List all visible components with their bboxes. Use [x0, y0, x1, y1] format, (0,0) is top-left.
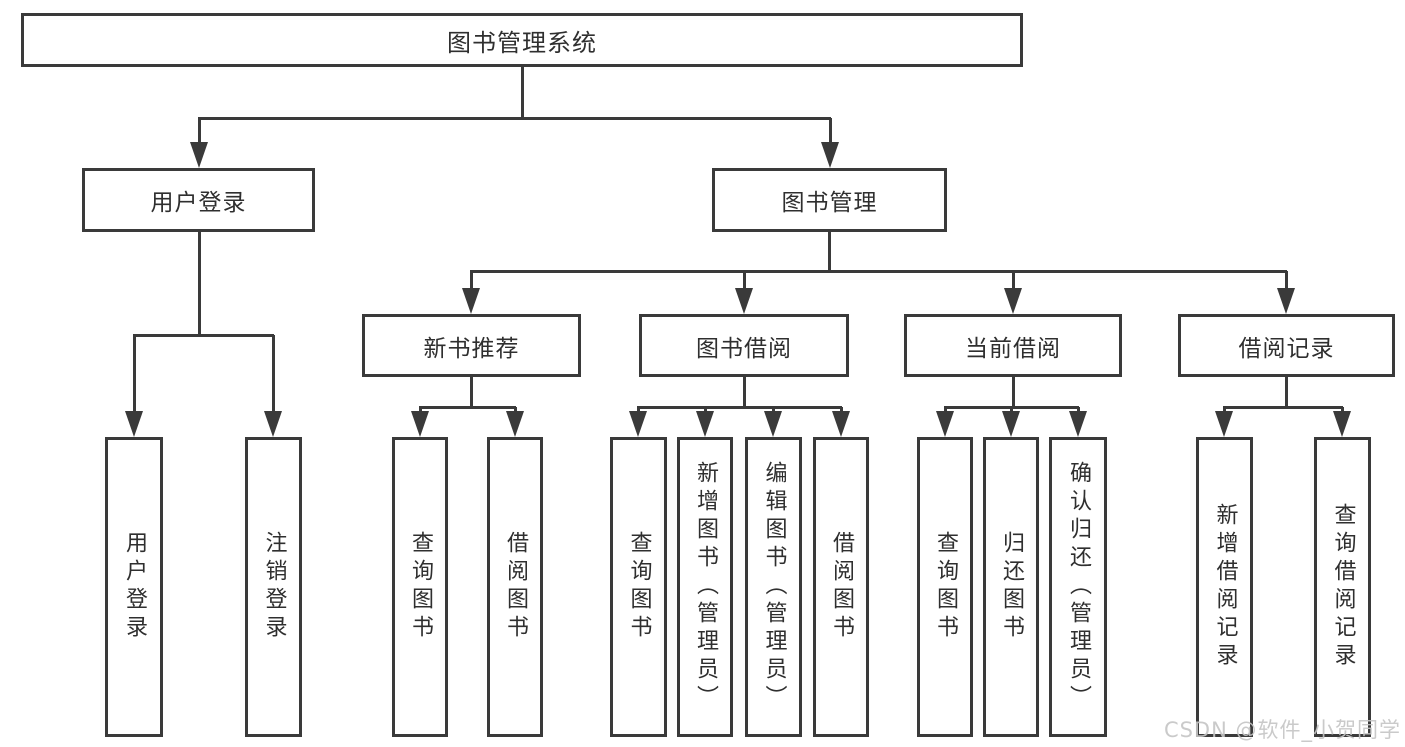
- arrowhead-down-icon: [821, 142, 839, 168]
- leaf-query-books-recommend: 查询图书: [392, 437, 448, 737]
- connector-line-horizontal: [198, 117, 831, 120]
- node-label: 确认归还（管理员）: [1066, 461, 1091, 713]
- leaf-confirm-return-admin: 确认归还（管理员）: [1049, 437, 1107, 737]
- node-label: 新书推荐: [423, 335, 520, 362]
- leaf-logout: 注销登录: [245, 437, 302, 737]
- arrowhead-down-icon: [832, 411, 850, 437]
- connector-line-horizontal: [470, 270, 1287, 273]
- connector-line-vertical: [470, 377, 473, 408]
- arrowhead-down-icon: [735, 288, 753, 314]
- arrowhead-down-icon: [1333, 411, 1351, 437]
- connector-line-vertical: [133, 335, 136, 425]
- leaf-add-borrow-record: 新增借阅记录: [1196, 437, 1253, 737]
- arrowhead-down-icon: [264, 411, 282, 437]
- connector-line-vertical: [470, 271, 473, 298]
- node-borrow-records: 借阅记录: [1178, 314, 1395, 377]
- connector-line-vertical: [1285, 271, 1288, 298]
- connector-line-vertical: [198, 232, 201, 336]
- arrowhead-down-icon: [629, 411, 647, 437]
- connector-line-horizontal: [944, 406, 1079, 409]
- arrowhead-down-icon: [1002, 411, 1020, 437]
- connector-line-vertical: [828, 232, 831, 272]
- node-label: 借阅图书: [829, 531, 854, 643]
- leaf-query-books-current: 查询图书: [917, 437, 973, 737]
- leaf-query-books-borrowing: 查询图书: [610, 437, 667, 737]
- connector-line-vertical: [829, 118, 832, 150]
- node-label: 图书借阅: [696, 335, 792, 362]
- node-label: 用户登录: [150, 190, 247, 216]
- connector-line-horizontal: [1223, 406, 1343, 409]
- leaf-borrow-books-recommend: 借阅图书: [487, 437, 543, 737]
- leaf-user-login: 用户登录: [105, 437, 163, 737]
- leaf-query-borrow-record: 查询借阅记录: [1314, 437, 1371, 737]
- arrowhead-down-icon: [506, 411, 524, 437]
- node-label: 用户登录: [122, 531, 147, 643]
- arrowhead-down-icon: [125, 411, 143, 437]
- connector-line-horizontal: [133, 334, 274, 337]
- node-label: 查询图书: [933, 531, 958, 643]
- arrowhead-down-icon: [462, 288, 480, 314]
- arrowhead-down-icon: [1215, 411, 1233, 437]
- connector-line-vertical: [1012, 377, 1015, 408]
- leaf-return-book: 归还图书: [983, 437, 1039, 737]
- node-label: 注销登录: [261, 531, 287, 643]
- node-current-borrowing: 当前借阅: [904, 314, 1122, 377]
- arrowhead-down-icon: [764, 411, 782, 437]
- node-user-login-branch: 用户登录: [82, 168, 315, 232]
- connector-line-vertical: [521, 67, 524, 119]
- connector-line-horizontal: [637, 406, 842, 409]
- connector-line-vertical: [743, 377, 746, 408]
- arrowhead-down-icon: [696, 411, 714, 437]
- arrowhead-down-icon: [1277, 288, 1295, 314]
- leaf-edit-book-admin: 编辑图书（管理员）: [745, 437, 802, 737]
- arrowhead-down-icon: [411, 411, 429, 437]
- connector-line-vertical: [272, 335, 275, 425]
- leaf-borrow-books-borrowing: 借阅图书: [813, 437, 869, 737]
- node-label: 新增图书（管理员）: [693, 461, 718, 713]
- node-label: 查询图书: [408, 531, 433, 643]
- node-label: 编辑图书（管理员）: [761, 461, 787, 713]
- connector-line-horizontal: [419, 406, 516, 409]
- leaf-add-book-admin: 新增图书（管理员）: [677, 437, 733, 737]
- node-label: 查询图书: [626, 531, 652, 643]
- connector-line-vertical: [743, 271, 746, 298]
- arrowhead-down-icon: [1004, 288, 1022, 314]
- arrowhead-down-icon: [936, 411, 954, 437]
- node-label: 图书管理: [781, 190, 878, 216]
- node-label: 查询借阅记录: [1330, 503, 1356, 671]
- connector-line-vertical: [1285, 377, 1288, 408]
- node-book-borrowing: 图书借阅: [639, 314, 849, 377]
- node-label: 归还图书: [999, 531, 1024, 643]
- arrowhead-down-icon: [190, 142, 208, 168]
- node-library-management-system: 图书管理系统: [21, 13, 1023, 67]
- node-label: 图书管理系统: [447, 28, 597, 57]
- node-book-management-branch: 图书管理: [712, 168, 947, 232]
- node-label: 借阅图书: [503, 531, 528, 643]
- node-new-book-recommend: 新书推荐: [362, 314, 581, 377]
- connector-line-vertical: [198, 118, 201, 150]
- arrowhead-down-icon: [1069, 411, 1087, 437]
- connector-line-vertical: [1012, 271, 1015, 298]
- node-label: 借阅记录: [1238, 335, 1335, 362]
- node-label: 当前借阅: [965, 335, 1061, 362]
- node-label: 新增借阅记录: [1212, 503, 1238, 671]
